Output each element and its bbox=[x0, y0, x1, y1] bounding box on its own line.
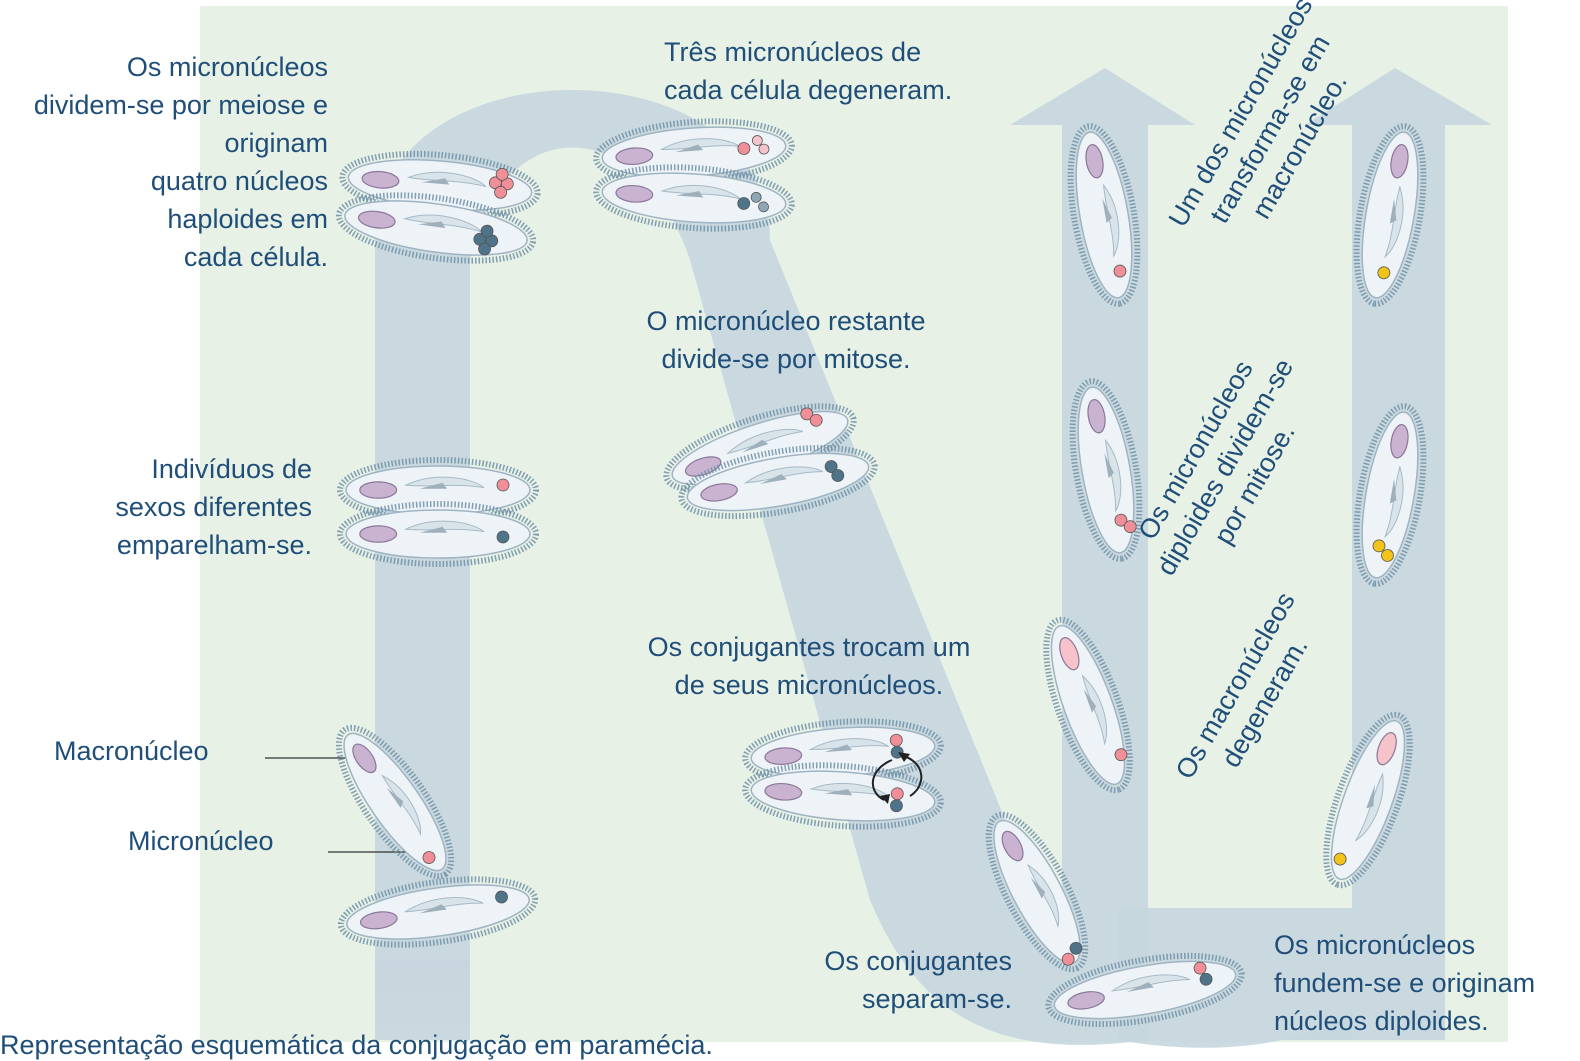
pairing-line-3: emparelham-se. bbox=[60, 526, 312, 564]
meiosis-label: Os micronúcleos dividem-se por meiose e … bbox=[0, 48, 328, 276]
mitosis-line-1: O micronúcleo restante bbox=[620, 302, 952, 340]
mitosis-label: O micronúcleo restante divide-se por mit… bbox=[620, 302, 952, 378]
cell-degenerate-top-micronucleus-3 bbox=[759, 144, 770, 155]
pairing-label: Indivíduos de sexos diferentes emparelha… bbox=[60, 450, 312, 564]
cell-degenerate-top-micronucleus-1 bbox=[737, 142, 750, 155]
cell-degenerate-bottom-micronucleus-3 bbox=[758, 202, 769, 213]
cell-exchange-top-micronucleus-1 bbox=[890, 734, 903, 747]
degenerate-label: Três micronúcleos de cada célula degener… bbox=[664, 33, 952, 109]
separate-line-2: separam-se. bbox=[780, 980, 1012, 1018]
pairing-line-2: sexos diferentes bbox=[60, 488, 312, 526]
cell-degenerate-bottom-micronucleus-1 bbox=[737, 197, 750, 210]
cell-degenerate-top-micronucleus-2 bbox=[752, 135, 763, 146]
cell-exchange-bottom-micronucleus-2 bbox=[890, 799, 903, 812]
fuse-line-2: fundem-se e originam bbox=[1274, 964, 1535, 1002]
cell-pair-top-micronucleus-1 bbox=[497, 479, 509, 491]
exchange-line-1: Os conjugantes trocam um bbox=[624, 628, 994, 666]
degenerate-line-1: Três micronúcleos de bbox=[664, 33, 952, 71]
separate-line-1: Os conjugantes bbox=[780, 942, 1012, 980]
meiosis-line-5: haploides em bbox=[0, 200, 328, 238]
process-flow-arrow bbox=[375, 68, 1492, 1048]
meiosis-line-4: quatro núcleos bbox=[0, 162, 328, 200]
macronucleus-label: Macronúcleo bbox=[54, 732, 209, 770]
micronucleus-label: Micronúcleo bbox=[128, 822, 274, 860]
pairing-line-1: Indivíduos de bbox=[60, 450, 312, 488]
separate-label: Os conjugantes separam-se. bbox=[780, 942, 1012, 1018]
fuse-line-3: núcleos diploides. bbox=[1274, 1002, 1535, 1040]
exchange-line-2: de seus micronúcleos. bbox=[624, 666, 994, 704]
meiosis-line-3: originam bbox=[0, 124, 328, 162]
cell-degenerate-bottom-micronucleus-2 bbox=[751, 192, 762, 203]
fuse-label: Os micronúcleos fundem-se e originam núc… bbox=[1274, 926, 1535, 1040]
cell-exchange-bottom-micronucleus-1 bbox=[891, 787, 904, 800]
figure-caption: Representação esquemática da conjugação … bbox=[0, 1030, 713, 1061]
cell-pair-bottom-micronucleus-1 bbox=[497, 531, 509, 543]
fuse-line-1: Os micronúcleos bbox=[1274, 926, 1535, 964]
meiosis-line-2: dividem-se por meiose e bbox=[0, 86, 328, 124]
cell-pair-bottom-macronucleus bbox=[360, 526, 397, 542]
exchange-label: Os conjugantes trocam um de seus micronú… bbox=[624, 628, 994, 704]
cell-pair-bottom bbox=[340, 504, 536, 564]
meiosis-line-6: cada célula. bbox=[0, 238, 328, 276]
meiosis-line-1: Os micronúcleos bbox=[0, 48, 328, 86]
mitosis-line-2: divide-se por mitose. bbox=[620, 340, 952, 378]
degenerate-line-2: cada célula degeneram. bbox=[664, 71, 952, 109]
cell-pair-top-macronucleus bbox=[360, 482, 397, 498]
